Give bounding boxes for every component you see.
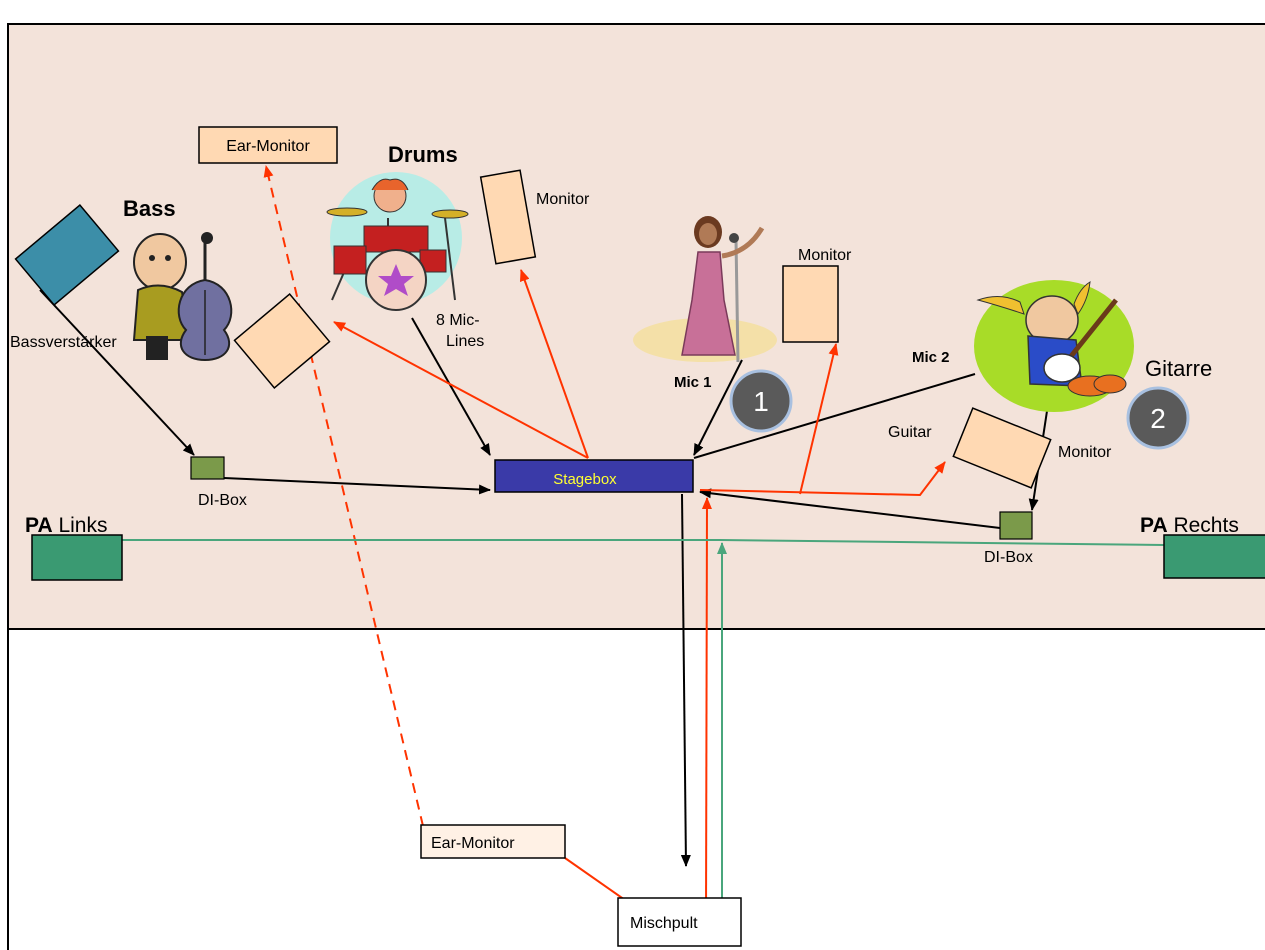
line-drums-to-stagebox [411, 317, 491, 456]
di-box-left-label: DI-Box [198, 492, 247, 509]
line-stagebox-to-mischpult [680, 493, 691, 867]
pa-links-label: PA Links [25, 514, 107, 537]
line-dibox-right-to-stagebox [699, 488, 1001, 529]
badge-1: 1 [729, 369, 793, 433]
guitar-label: Guitar [888, 424, 932, 441]
line-pa-right [719, 539, 1165, 546]
line-earmonitor-to-mischpult [564, 857, 626, 901]
mischpult-box [617, 897, 742, 947]
line-stagebox-to-drum-sidefill [333, 321, 589, 459]
bass-player-icon [132, 232, 233, 362]
line-ear-monitor-wireless [263, 165, 424, 827]
line-to-singer-monitor [799, 343, 839, 495]
singer-monitor-label: Monitor [798, 247, 852, 264]
pa-rechts-label: PA Rechts [1140, 514, 1239, 537]
drums-icon [326, 172, 469, 311]
di-box-right-label: DI-Box [984, 549, 1033, 566]
stagebox-label: Stagebox [553, 471, 617, 488]
singer-icon [633, 216, 777, 363]
mic2-label: Mic 2 [912, 349, 950, 366]
drum-sidefill-monitor [233, 293, 331, 389]
singer-monitor-wedge [782, 265, 839, 343]
di-box-right [999, 511, 1033, 540]
bassverstaerker-label: Bassverstärker [10, 334, 117, 351]
mic1-label: Mic 1 [674, 374, 712, 391]
badge-2: 2 [1126, 386, 1190, 450]
gitarre-label: Gitarre [1145, 356, 1212, 381]
line-mischpult-to-stagebox-red [701, 497, 712, 919]
guitarist-icon [974, 280, 1134, 412]
mischpult-label: Mischpult [630, 915, 698, 932]
mic-lines-label-1: 8 Mic- [436, 312, 480, 329]
mic-lines-label-2: Lines [446, 333, 484, 350]
drums-label: Drums [388, 142, 458, 167]
line-mic2-to-stagebox [693, 373, 976, 459]
line-mic1-to-stagebox [693, 359, 743, 456]
di-box-left [190, 456, 225, 480]
pa-speaker-left [31, 534, 123, 581]
stagebox [494, 459, 694, 493]
ear-monitor-box-top [198, 126, 338, 164]
bass-amp [14, 203, 120, 307]
drum-monitor-wedge [479, 169, 537, 265]
pa-speaker-right [1163, 534, 1265, 579]
guitar-monitor-wedge [952, 407, 1052, 489]
line-bassamp-to-dibox [39, 289, 195, 456]
line-stagebox-to-drum-monitor [519, 269, 589, 459]
guitar-monitor-label: Monitor [1058, 444, 1112, 461]
ear-monitor-box-bottom [420, 824, 566, 859]
line-dibox-to-stagebox [223, 477, 491, 495]
svg-text:2: 2 [1150, 403, 1166, 434]
bass-label: Bass [123, 196, 176, 221]
ear-monitor-label-top: Ear-Monitor [226, 138, 310, 155]
svg-text:1: 1 [753, 386, 769, 417]
ear-monitor-label-bottom: Ear-Monitor [431, 835, 515, 852]
line-stagebox-to-guitar-monitor [699, 461, 946, 497]
drum-monitor-label: Monitor [536, 191, 590, 208]
